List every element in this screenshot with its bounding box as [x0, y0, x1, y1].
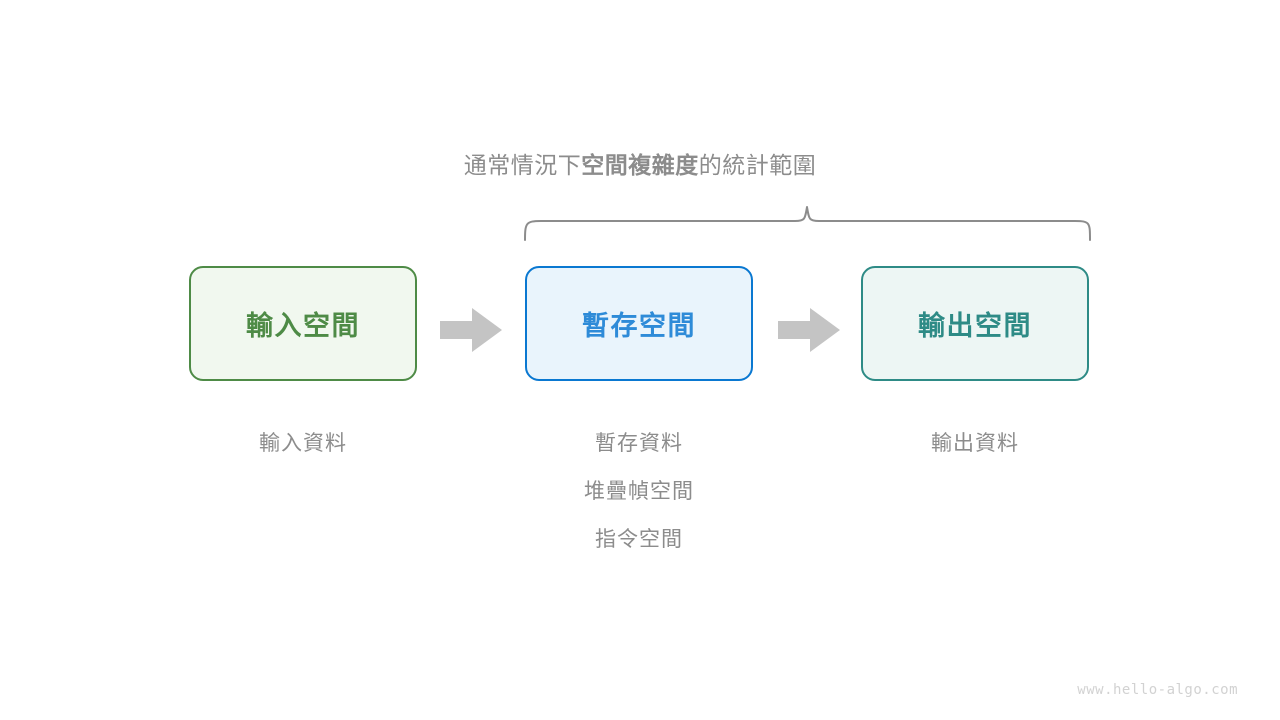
caption-item: 輸入資料 — [259, 432, 347, 455]
caption-item: 輸出資料 — [931, 432, 1019, 455]
flow-arrow-icon-2 — [778, 308, 840, 352]
caption-item: 暫存資料 — [595, 432, 683, 455]
brace-caption: 通常情況下空間複雜度的統計範圍 — [0, 146, 1280, 180]
caption-item: 堆疊幀空間 — [584, 480, 694, 503]
space-flow-diagram: 輸入空間 暫存空間 輸出空間 — [189, 266, 1089, 381]
space-box-output-label: 輸出空間 — [918, 311, 1032, 341]
space-box-temp: 暫存空間 — [525, 266, 753, 381]
flow-arrow-icon-1 — [440, 308, 502, 352]
space-box-output: 輸出空間 — [861, 266, 1089, 381]
watermark: www.hello-algo.com — [1077, 682, 1238, 698]
space-box-temp-label: 暫存空間 — [582, 311, 696, 341]
caption-item: 指令空間 — [595, 528, 683, 551]
caption-column-temp: 暫存資料 堆疊幀空間 指令空間 — [489, 420, 789, 564]
space-box-input: 輸入空間 — [189, 266, 417, 381]
caption-column-input: 輸入資料 — [153, 420, 453, 468]
brace-caption-emphasis: 空間複雜度 — [581, 152, 699, 178]
curly-brace-icon — [524, 206, 1091, 241]
brace-caption-prefix: 通常情況下 — [463, 152, 582, 178]
space-box-input-label: 輸入空間 — [246, 311, 360, 341]
brace-caption-suffix: 的統計範圍 — [698, 152, 817, 178]
caption-column-output: 輸出資料 — [825, 420, 1125, 468]
